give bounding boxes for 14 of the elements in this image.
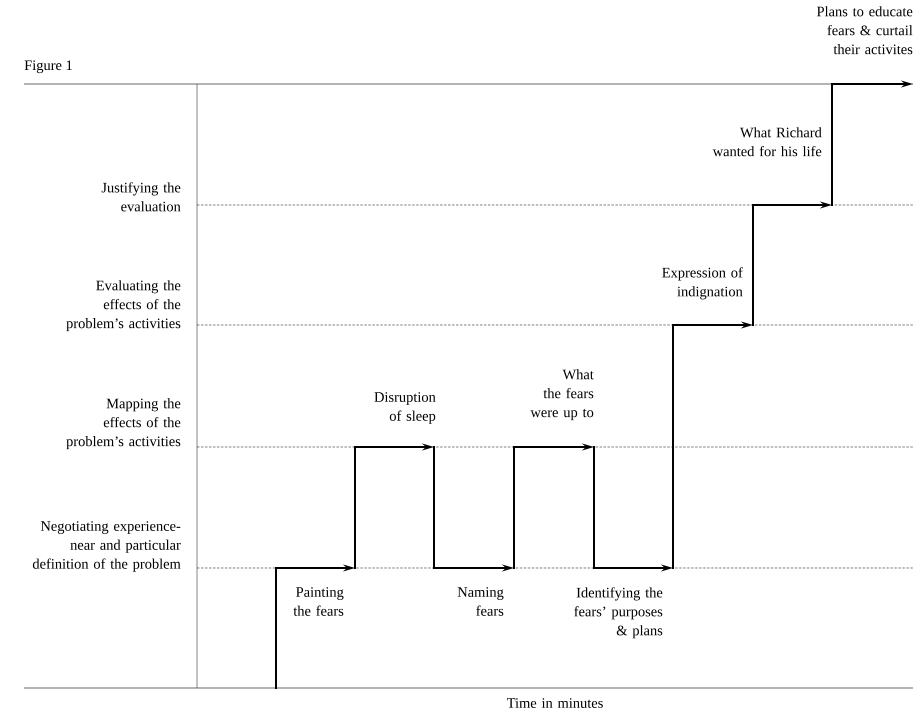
step-label: Naming fears <box>458 587 504 616</box>
level-label: Mapping the effects of the problem’s activities <box>66 398 180 450</box>
step-label: What Richard wanted for his life <box>712 127 822 156</box>
level-label: Justifying the evaluation <box>102 182 181 212</box>
step-label: What the fears were up to <box>530 369 594 420</box>
step-label: Expression of indignation <box>662 267 743 300</box>
step-label: Disruption of sleep <box>374 392 436 424</box>
figure-title: Figure 1 <box>24 60 72 74</box>
step-label: Plans to educate fears & curtail their activites <box>816 6 912 54</box>
step-label: Identifying the fears’ purposes & plans <box>574 587 662 638</box>
level-label: Evaluating the effects of the problem’s activities <box>66 280 180 332</box>
level-label: Negotiating experience-near and particular definition of the problem <box>32 521 181 572</box>
axis-label: Time in minutes <box>506 698 603 708</box>
step-label: Painting the fears <box>293 587 344 616</box>
